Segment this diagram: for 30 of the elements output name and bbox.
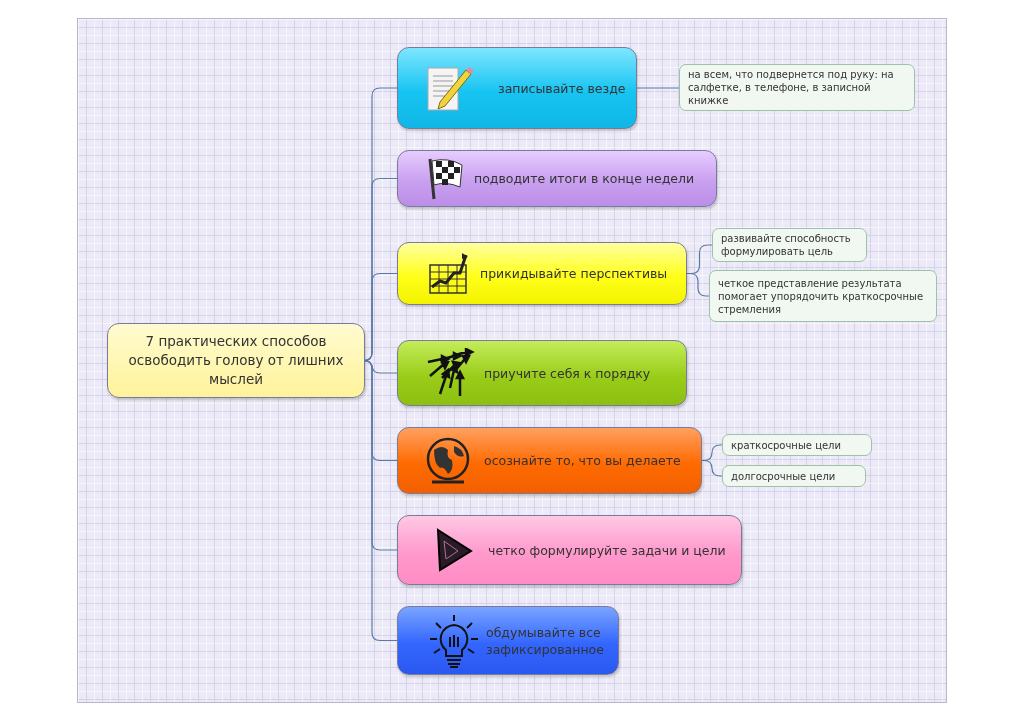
topic-text: краткосрочные цели [731, 438, 841, 452]
topic-box [397, 340, 687, 406]
connector-line [701, 459, 723, 477]
central-topic-box [107, 323, 365, 398]
connector-line [363, 359, 398, 642]
topic-text: долгосрочные цели [731, 469, 836, 483]
topic-text: четко формулируйте задачи и цели [488, 541, 726, 559]
note-box [722, 434, 872, 456]
topic-text: прикидывайте перспективы [480, 265, 668, 282]
topic-text: обдумывайте все зафиксированное [486, 623, 605, 658]
topic-text: осознайте то, что вы делаете [484, 452, 681, 469]
connector-line [363, 272, 398, 362]
topic-text: развивайте способность формулировать цель [721, 232, 852, 258]
note-box [679, 64, 915, 111]
topic-box [397, 47, 637, 129]
topic-box [397, 427, 702, 494]
topic-text: четкое представление результата помогает упорядочить краткосрочные стремления [718, 276, 925, 316]
topic-text: 7 практических способов освободить голову от лишних мыслей [127, 332, 345, 389]
topic-box [397, 242, 687, 305]
topic-text: на всем, что подвернется под руку: на салфетке, в телефоне, в записной книжке [688, 68, 895, 107]
topic-box [397, 606, 619, 675]
note-box [712, 228, 867, 262]
topic-box [397, 515, 742, 585]
topic-text: приучите себя к порядку [484, 364, 651, 382]
topic-box [397, 150, 717, 207]
connector-line [636, 87, 680, 89]
note-box [722, 465, 866, 487]
topic-text: записывайте везде [498, 79, 626, 97]
note-box [709, 270, 937, 322]
topic-text: подводите итоги в конце недели [474, 170, 695, 187]
